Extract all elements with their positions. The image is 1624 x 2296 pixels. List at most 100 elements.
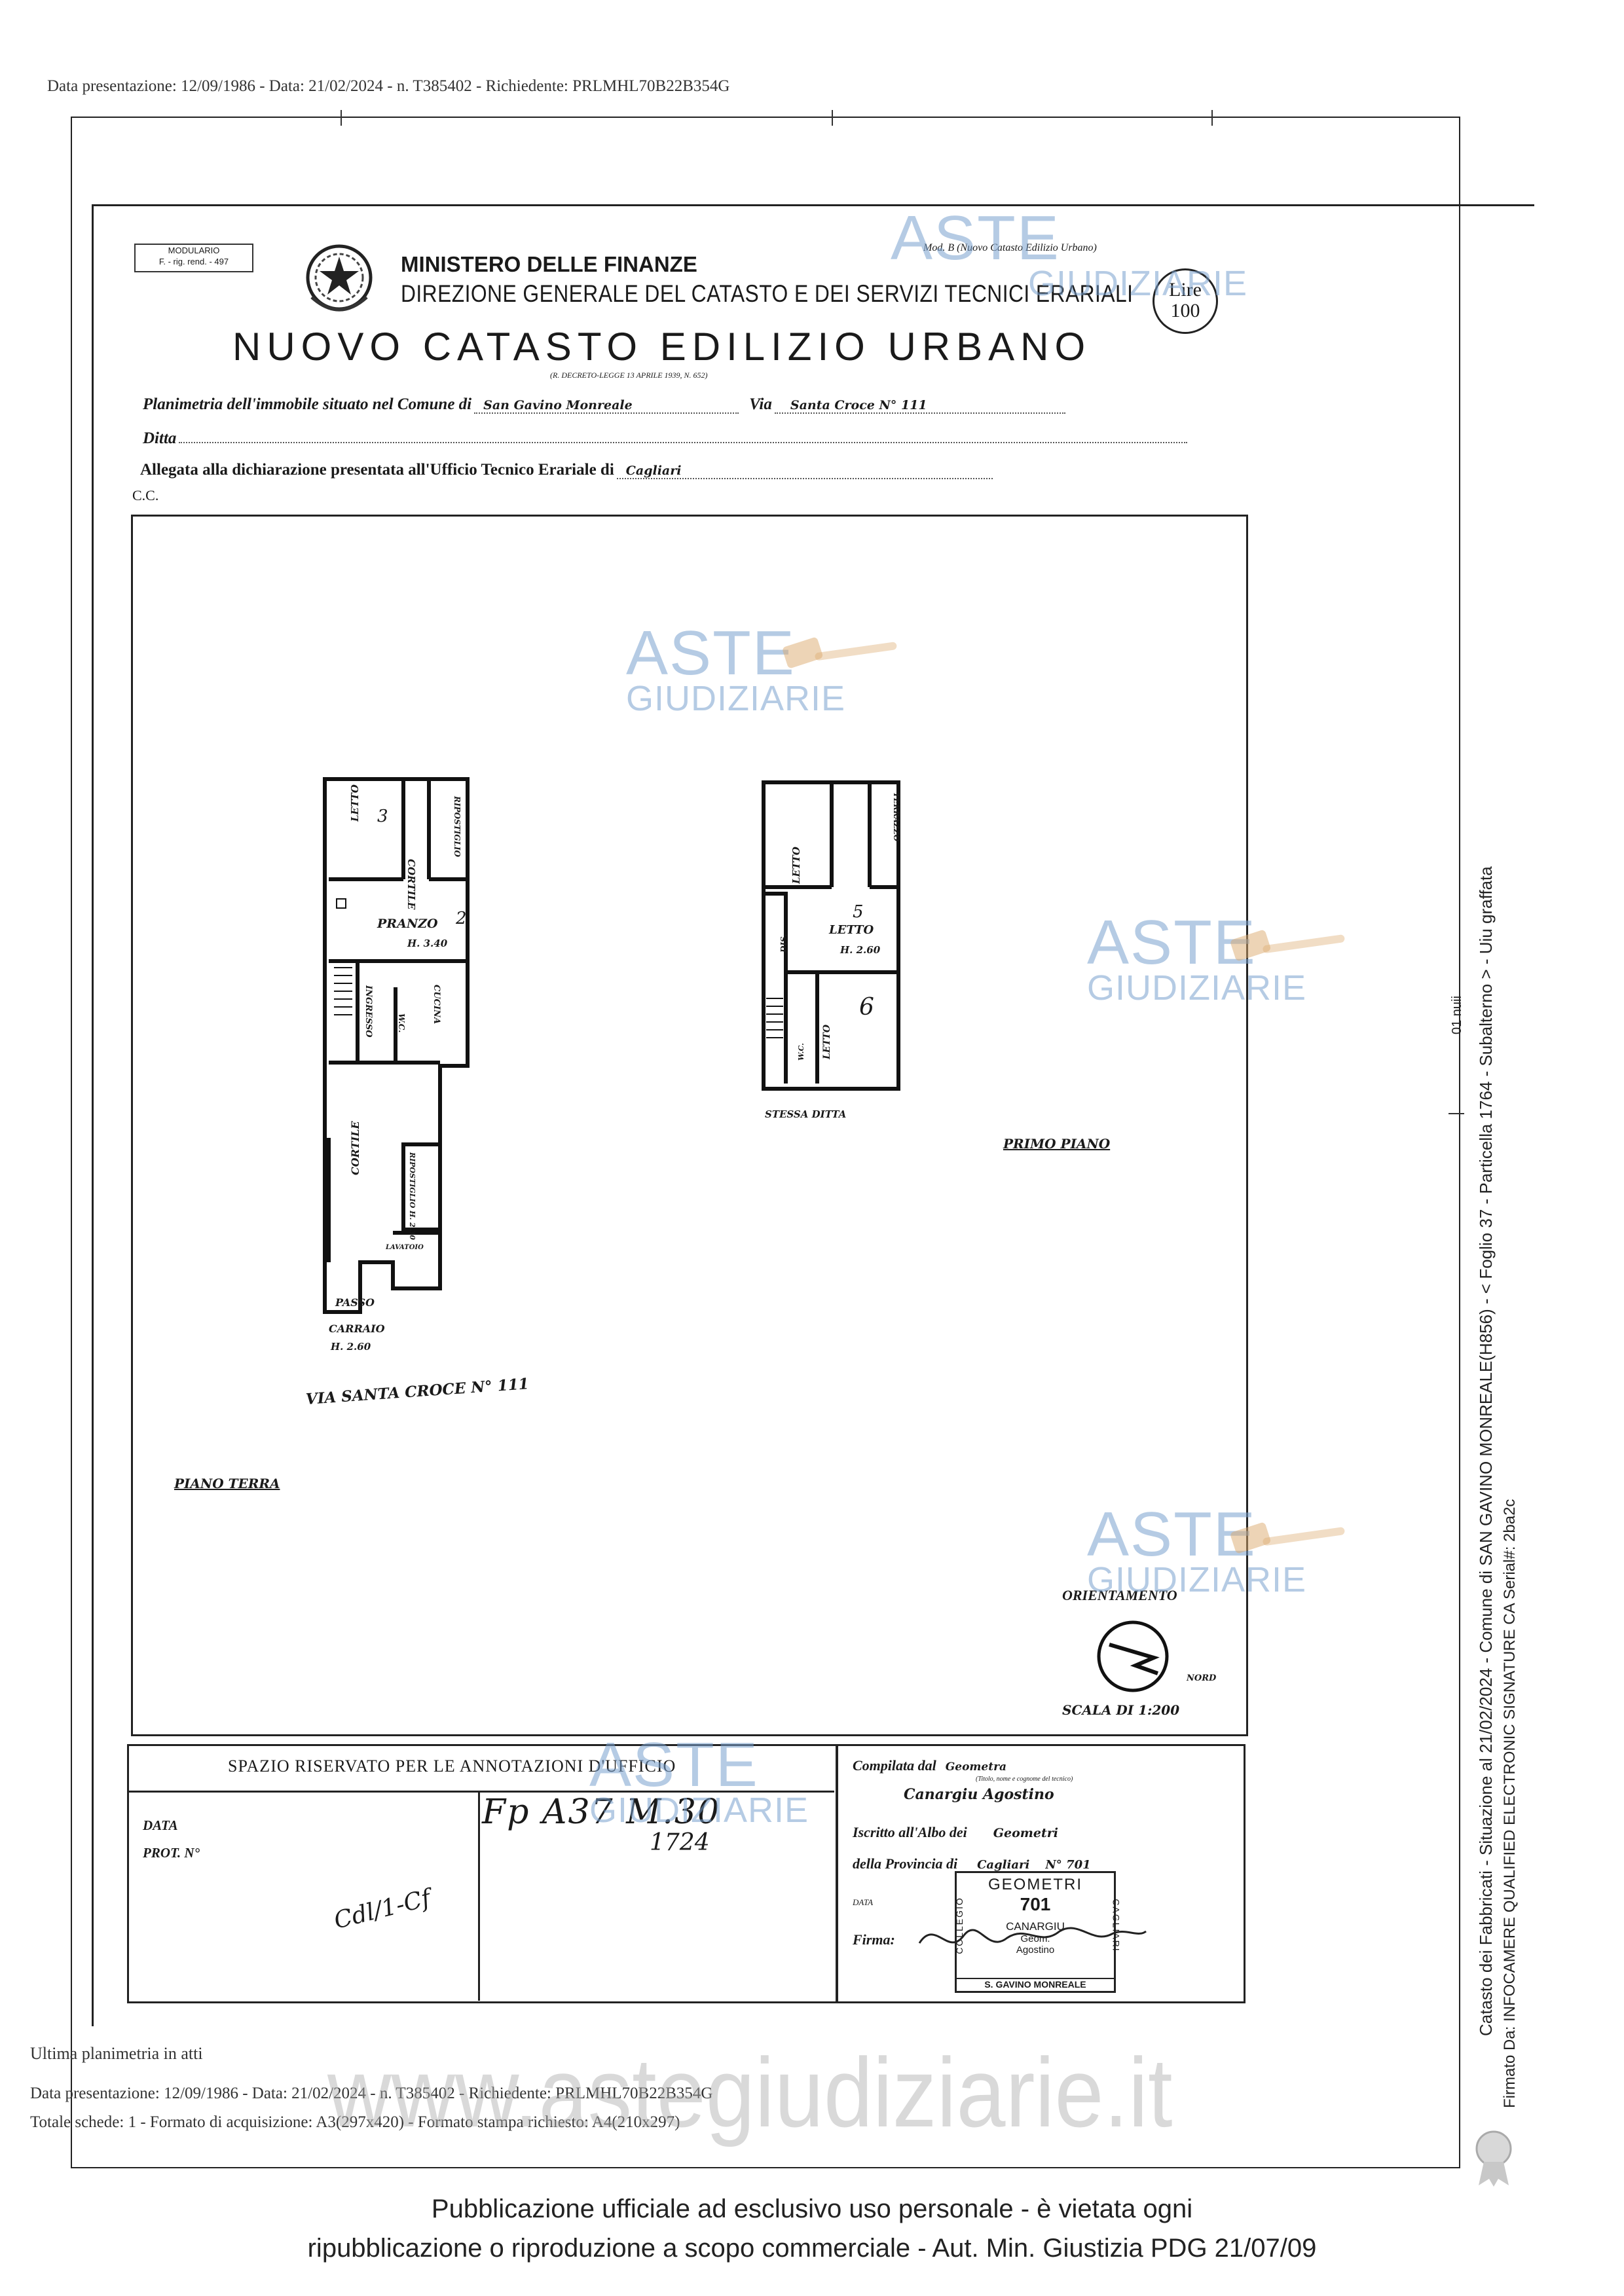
room-label-letto-first-mid: LETTO xyxy=(829,923,874,937)
gavel-watermark-icon xyxy=(783,637,897,668)
stamp-top: GEOMETRI xyxy=(987,1876,1082,1893)
room-label-ripostiglio-h: RIPOSTIGLIO H. 2.30 xyxy=(408,1152,416,1240)
planimetria-row: Planimetria dell'immobile situato nel Co… xyxy=(143,395,1217,422)
provincia-value: Cagliari xyxy=(977,1858,1030,1872)
side-signature-text: Firmato Da: INFOCAMERE QUALIFIED ELECTRO… xyxy=(1501,1499,1519,2108)
handwritten-number-3: 3 xyxy=(377,807,388,826)
compass-icon xyxy=(1097,1620,1169,1692)
watermark-aste: ASTE xyxy=(589,1730,759,1800)
comune-value: San Gavino Monreale xyxy=(474,398,739,414)
ground-floor-plan xyxy=(323,777,470,1314)
footer-totale-line: Totale schede: 1 - Formato di acquisizio… xyxy=(30,2113,680,2131)
lire-value: 100 xyxy=(1170,300,1200,321)
annotation-handwritten-number: 1724 xyxy=(650,1829,710,1856)
room-label-lavatoio: LAVATOIO xyxy=(386,1244,424,1251)
watermark-site-url: www.astegiudiziarie.it xyxy=(327,2037,1173,2147)
register-mark xyxy=(1211,110,1213,126)
register-mark xyxy=(341,110,342,126)
watermark-aste: ASTE xyxy=(1087,1499,1257,1569)
lire-stamp: Lire 100 xyxy=(1153,268,1218,334)
model-label: Mod. B (Nuovo Catasto Edilizio Urbano) xyxy=(923,242,1097,253)
watermark-logo-bottom-right: ASTE GIUDIZIARIE xyxy=(1087,1499,1306,1598)
lire-label: Lire xyxy=(1169,279,1202,301)
provincia-row: della Provincia di Cagliari N° 701 xyxy=(853,1855,1091,1872)
primo-piano-label: PRIMO PIANO xyxy=(1003,1136,1111,1152)
via-label: Via xyxy=(749,395,772,413)
room-label-carraio: CARRAIO xyxy=(329,1322,385,1335)
watermark-giudiziarie: GIUDIZIARIE xyxy=(1087,968,1307,1008)
handwritten-number-2: 2 xyxy=(456,909,467,928)
room-label-cortile-ground-top: CORTILE xyxy=(405,859,417,910)
catasto-title: NUOVO CATASTO EDILIZIO URBANO xyxy=(232,325,1092,369)
via-value: Santa Croce N° 111 xyxy=(774,398,1065,414)
room-label-cortile-ground-bottom: CORTILE xyxy=(349,1121,361,1175)
room-label-wc-first: W.C. xyxy=(797,1043,805,1061)
provincia-label: della Provincia di xyxy=(853,1855,958,1872)
ministry-title: MINISTERO DELLE FINANZE xyxy=(401,252,697,276)
stamp-number: 701 xyxy=(1020,1894,1051,1914)
room-label-letto-first-top: LETTO xyxy=(790,847,802,884)
stessa-ditta-label: STESSA DITTA xyxy=(765,1108,847,1120)
room-label-ingresso: INGRESSO xyxy=(363,985,373,1038)
modulario-code: F. - rig. rend. - 497 xyxy=(158,257,229,266)
albo-number: N° 701 xyxy=(1045,1858,1091,1872)
annotation-divider-vertical xyxy=(478,1793,480,2001)
room-label-pranzo: PRANZO xyxy=(377,917,438,931)
publication-notice-line2: ripubblicazione o riproduzione a scopo c… xyxy=(307,2234,1317,2263)
watermark-aste: ASTE xyxy=(626,618,796,688)
watermark-logo-annotation: ASTE GIUDIZIARIE xyxy=(589,1730,809,1829)
compiler-name: Canargiu Agostino xyxy=(904,1786,1054,1803)
stamp-sub1: Geom. xyxy=(1020,1933,1050,1944)
compilata-row: Compilata dal Geometra xyxy=(853,1757,1006,1774)
ufficio-value: Cagliari xyxy=(616,464,993,479)
compilata-value: Geometra xyxy=(945,1760,1007,1774)
watermark-giudiziarie: GIUDIZIARIE xyxy=(626,679,846,718)
decree-note: (R. DECRETO-LEGGE 13 APRILE 1939, N. 652… xyxy=(550,371,708,380)
gavel-watermark-icon xyxy=(1230,930,1345,961)
register-mark xyxy=(1449,1113,1464,1114)
annotation-prot-label: PROT. N° xyxy=(143,1845,200,1861)
annotation-divider xyxy=(127,1791,834,1793)
register-mark xyxy=(832,110,833,126)
compiler-data-label: DATA xyxy=(853,1897,874,1907)
room-label-dis: DIS. xyxy=(779,934,788,953)
footer-data-line: Data presentazione: 12/09/1986 - Data: 2… xyxy=(30,2085,713,2102)
annotation-data-label: DATA xyxy=(143,1817,178,1833)
room-label-wc-ground: W.C. xyxy=(397,1013,406,1033)
cc-label: C.C. xyxy=(132,487,159,503)
stamp-name: CANARGIU xyxy=(1006,1920,1065,1933)
ditta-row: Ditta xyxy=(143,429,1217,448)
watermark-logo-mid-right: ASTE GIUDIZIARIE xyxy=(1087,911,1306,1006)
iscritto-value: Geometri xyxy=(993,1826,1058,1840)
outer-frame xyxy=(71,117,1460,2168)
direction-title: DIREZIONE GENERALE DEL CATASTO E DEI SER… xyxy=(401,280,1134,307)
compilata-note: (Titolo, nome e cognome del tecnico) xyxy=(976,1776,1073,1783)
annotation-title: SPAZIO RISERVATO PER LE ANNOTAZIONI D'UF… xyxy=(228,1757,676,1776)
room-height-pranzo: H. 3.40 xyxy=(407,938,448,949)
compiler-firma-label: Firma: xyxy=(853,1931,895,1948)
document-header: Data presentazione: 12/09/1986 - Data: 2… xyxy=(47,77,730,95)
room-label-cucina: CUCINA xyxy=(432,985,441,1025)
planimetria-label: Planimetria dell'immobile situato nel Co… xyxy=(143,395,472,413)
room-height-first: H. 2.60 xyxy=(840,944,881,956)
first-floor-plan xyxy=(762,780,900,1091)
ditta-label: Ditta xyxy=(143,429,177,447)
room-label-letto-first-bottom: LETTO xyxy=(822,1024,832,1059)
plan-frame xyxy=(131,515,1248,1736)
handwritten-number-5: 5 xyxy=(853,902,864,922)
room-label-letto-ground: LETTO xyxy=(349,784,361,822)
compiler-box xyxy=(836,1744,1246,2003)
ditta-value-line xyxy=(179,429,1188,443)
annotation-handwritten-stamp: Fp A37 M.30 xyxy=(482,1793,721,1832)
footer-ultima-planimetria: Ultima planimetria in atti xyxy=(30,2044,203,2063)
gavel-watermark-icon xyxy=(1230,1522,1345,1554)
allegata-label: Allegata alla dichiarazione presentata a… xyxy=(140,461,614,479)
piano-terra-label: PIANO TERRA xyxy=(174,1476,280,1491)
orientamento-label: ORIENTAMENTO xyxy=(1062,1587,1177,1603)
nord-label: NORD xyxy=(1187,1673,1217,1683)
side-catasto-text: Catasto dei Fabbricati - Situazione al 2… xyxy=(1476,866,1496,2036)
watermark-giudiziarie: GIUDIZIARIE xyxy=(1028,264,1248,303)
handwritten-signature-icon xyxy=(918,1927,1147,1944)
form-frame xyxy=(92,204,1534,2026)
republic-emblem-icon xyxy=(306,244,373,312)
